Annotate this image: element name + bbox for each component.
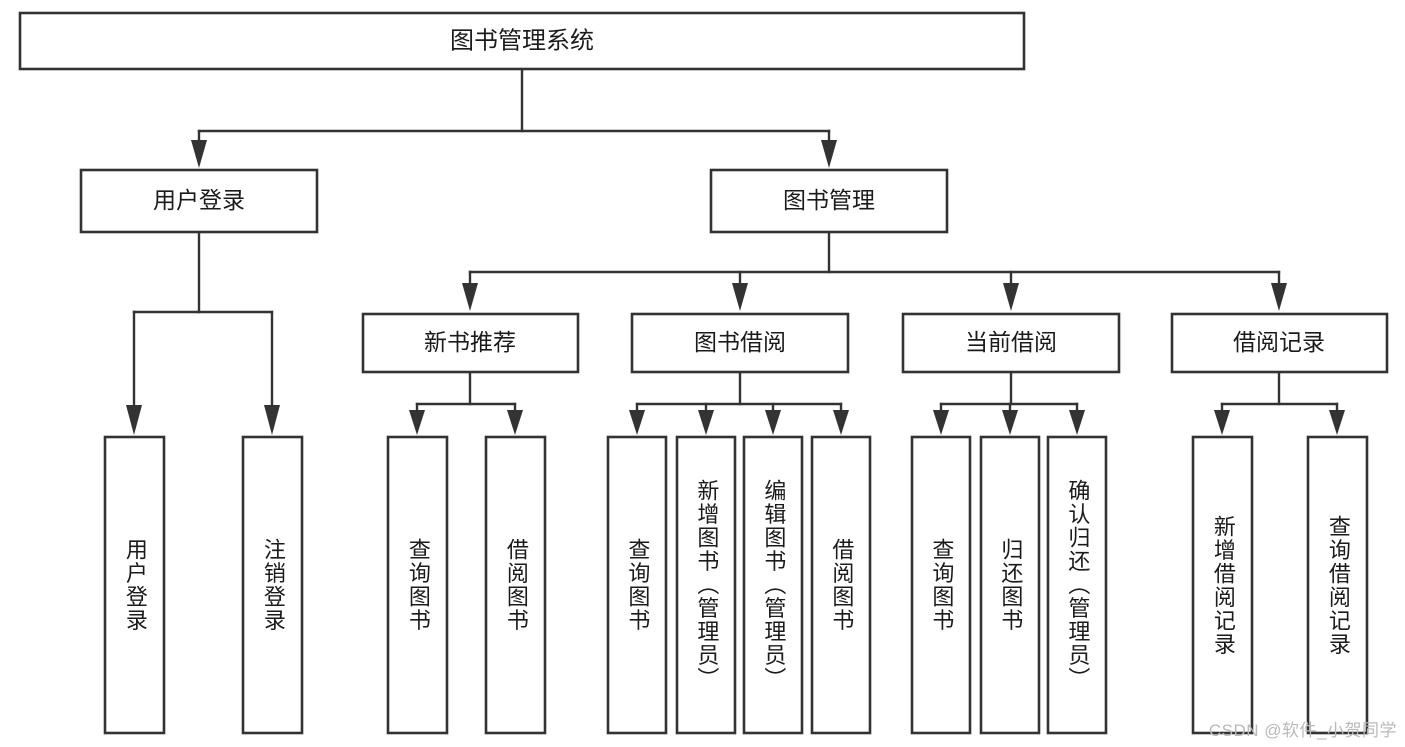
leaf-box-nb-borrow-book[interactable] [484, 435, 547, 735]
node-root-label: 图书管理系统 [450, 27, 594, 54]
connector-group-new-book-recommend [409, 370, 523, 435]
node-borrow-record-box[interactable] [1170, 312, 1389, 374]
connector-group-user-login [126, 230, 280, 435]
node-book-borrow-box[interactable] [630, 312, 850, 374]
arrow-head-user-login [191, 140, 207, 168]
leaf-box-bb-edit-book[interactable] [742, 435, 804, 735]
arrow-head-br-leaf2 [1329, 410, 1345, 435]
node-root-box[interactable] [18, 11, 1026, 71]
node-book-borrow-label: 图书借阅 [694, 329, 786, 355]
node-new-book-recommend-label: 新书推荐 [424, 329, 516, 355]
leaf-boxes-new-book-recommend [386, 435, 547, 735]
arrow-head-bb-leaf1 [629, 410, 645, 435]
node-new-book-recommend[interactable]: 新书推荐 [361, 312, 580, 374]
arrow-head-bb-leaf3 [765, 410, 781, 435]
node-current-borrow-box[interactable] [901, 312, 1121, 374]
leaf-box-cb-query-book[interactable] [910, 435, 972, 735]
node-book-management[interactable]: 图书管理 [709, 168, 949, 234]
leaf-box-user-login[interactable] [103, 435, 166, 735]
arrow-head-book-borrow [732, 283, 748, 311]
arrow-head-bb-leaf2 [698, 410, 714, 435]
node-book-management-label: 图书管理 [783, 187, 875, 213]
node-user-login-label: 用户登录 [153, 187, 245, 213]
leaf-box-nb-query-book[interactable] [386, 435, 449, 735]
leaf-boxes-current-borrow [910, 435, 1108, 735]
node-book-borrow[interactable]: 图书借阅 [630, 312, 850, 374]
connector-group-book-borrow [629, 370, 849, 435]
arrow-head-nb-leaf2 [507, 410, 523, 435]
node-root[interactable]: 图书管理系统 [18, 11, 1026, 71]
arrow-head-bb-leaf4 [833, 410, 849, 435]
leaf-box-cb-return-book[interactable] [979, 435, 1041, 735]
node-borrow-record[interactable]: 借阅记录 [1170, 312, 1389, 374]
leaf-box-br-query-record[interactable] [1306, 435, 1369, 735]
leaf-boxes-borrow-record [1191, 435, 1369, 735]
leaf-box-bb-borrow-book[interactable] [810, 435, 872, 735]
watermark-label: CSDN @软件_小贺同学 [1208, 721, 1397, 740]
arrow-head-new-book-recommend [462, 283, 478, 311]
arrow-head-br-leaf1 [1214, 410, 1230, 435]
leaf-box-bb-query-book[interactable] [606, 435, 668, 735]
arrow-head-borrow-record [1271, 283, 1287, 311]
leaf-boxes-book-borrow [606, 435, 872, 735]
node-user-login[interactable]: 用户登录 [79, 168, 319, 234]
leaf-box-cb-confirm-return[interactable] [1046, 435, 1108, 735]
arrow-head-nb-leaf1 [409, 410, 425, 435]
arrow-head-leaf-user-login [126, 405, 142, 435]
connector-group-book-mgmt [462, 230, 1287, 311]
arrow-head-cb-leaf2 [1002, 410, 1018, 435]
connector-group-current-borrow [933, 370, 1085, 435]
connector-group-borrow-record [1214, 370, 1345, 435]
leaf-box-br-add-record[interactable] [1191, 435, 1254, 735]
leaf-boxes-user-login [103, 435, 304, 735]
node-current-borrow[interactable]: 当前借阅 [901, 312, 1121, 374]
node-current-borrow-label: 当前借阅 [965, 329, 1057, 355]
leaf-box-bb-add-book[interactable] [675, 435, 737, 735]
connector-group-root [191, 67, 837, 168]
node-user-login-box[interactable] [79, 168, 319, 234]
leaf-box-logout[interactable] [241, 435, 304, 735]
arrow-head-current-borrow [1003, 283, 1019, 311]
node-book-management-box[interactable] [709, 168, 949, 234]
arrow-head-cb-leaf3 [1069, 410, 1085, 435]
node-new-book-recommend-box[interactable] [361, 312, 580, 374]
arrow-head-cb-leaf1 [933, 410, 949, 435]
arrow-head-book-mgmt [821, 140, 837, 168]
node-borrow-record-label: 借阅记录 [1233, 329, 1325, 355]
arrow-head-leaf-logout [264, 405, 280, 435]
